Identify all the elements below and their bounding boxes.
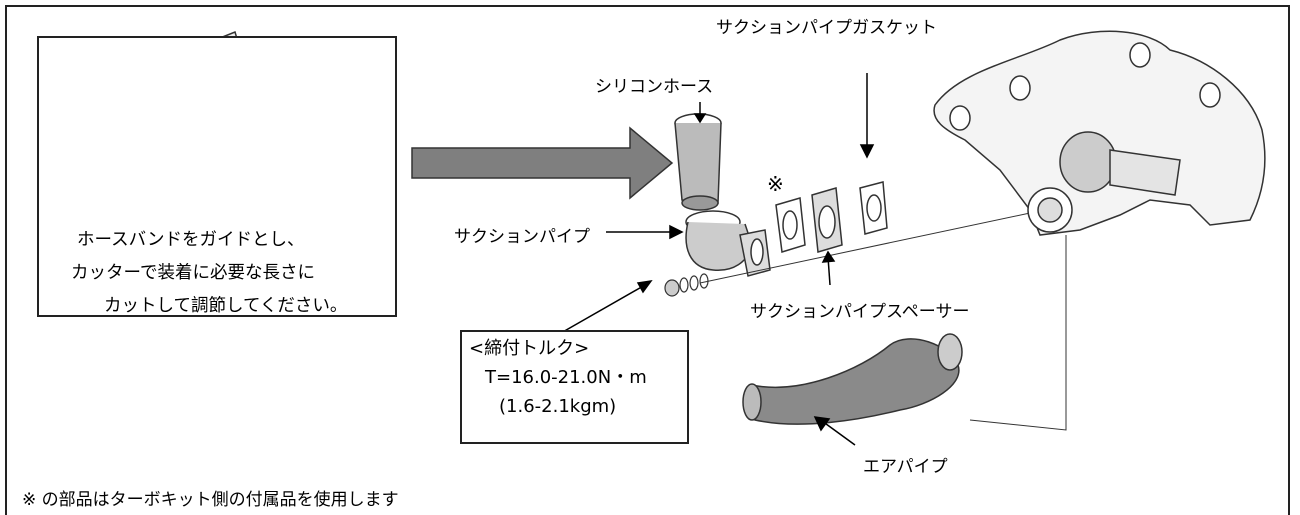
label-mark: ※ — [767, 172, 784, 196]
label-silicon-hose: シリコンホース — [595, 77, 714, 97]
bolt-parts — [664, 273, 709, 297]
footnote: ※ の部品はターボキット側の付属品を使用します — [22, 490, 399, 510]
inset-line-3: カットして調節してください。 — [104, 296, 348, 316]
label-suction-pipe: サクションパイプ — [454, 227, 590, 247]
label-suction-pipe-spacer: サクションパイプスペーサー — [750, 302, 970, 322]
torque-value: T=16.0-21.0N・m — [485, 367, 647, 388]
inset-line-2: カッターで装着に必要な長さに — [71, 263, 315, 283]
diagram-frame — [5, 5, 1290, 515]
inset-instructions: ホースバンドをガイドとし、 カッターで装着に必要な長さに カットして調節してくだ… — [39, 224, 395, 323]
label-suction-pipe-gasket: サクションパイプガスケット — [716, 18, 937, 38]
air-pipe-part — [742, 333, 963, 425]
hose-cut-inset: ホースバンドをガイドとし、 カッターで装着に必要な長さに カットして調節してくだ… — [37, 36, 397, 317]
assembly-line — [699, 212, 1031, 284]
torque-heading: <締付トルク> — [469, 338, 590, 359]
inset-line-1: ホースバンドをガイドとし、 — [77, 230, 305, 250]
turbo-line — [969, 235, 1067, 431]
turbo-manifold-part — [933, 30, 1266, 236]
label-air-pipe: エアパイプ — [863, 457, 948, 477]
gasket-parts — [775, 181, 888, 253]
suction-pipe-part — [685, 210, 771, 277]
silicon-hose-part — [674, 113, 722, 211]
big-arrow — [411, 126, 674, 200]
torque-box: <締付トルク> T=16.0-21.0N・m (1.6-2.1kgm) — [460, 330, 689, 444]
torque-alt-value: (1.6-2.1kgm) — [499, 396, 617, 417]
